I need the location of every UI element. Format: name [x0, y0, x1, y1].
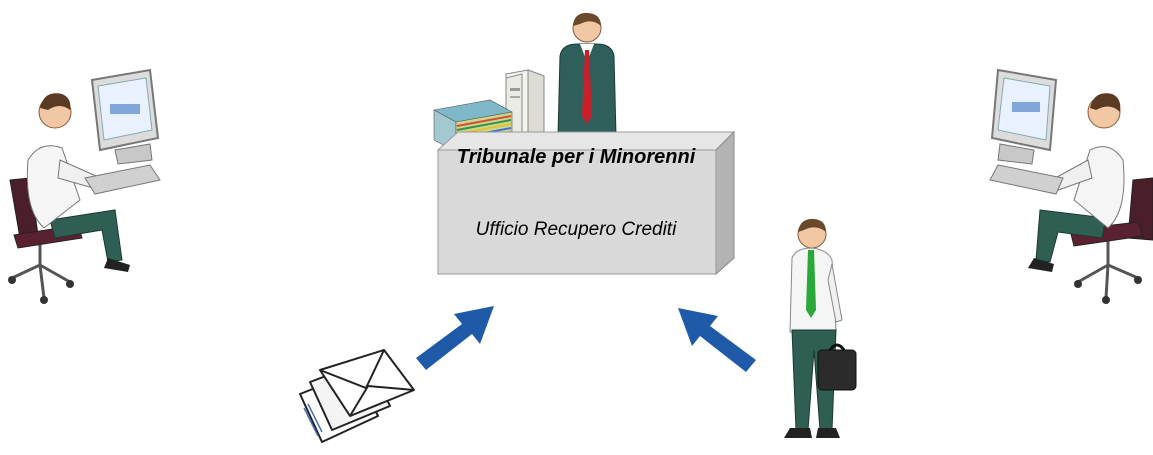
right-person-at-computer-icon: [978, 60, 1153, 310]
left-person-at-computer-icon: [0, 60, 175, 310]
right-arrow-icon: [672, 302, 762, 382]
mail-envelopes-icon: [296, 346, 424, 446]
citizen-with-briefcase-icon: [770, 210, 870, 450]
office-title: Tribunale per i Minorenni: [456, 146, 696, 168]
official-person-icon: [552, 6, 622, 137]
left-arrow-icon: [410, 300, 500, 380]
court-office-box: Tribunale per i Minorenni Ufficio Recupe…: [436, 130, 736, 276]
office-subtitle: Ufficio Recupero Crediti: [475, 219, 677, 240]
